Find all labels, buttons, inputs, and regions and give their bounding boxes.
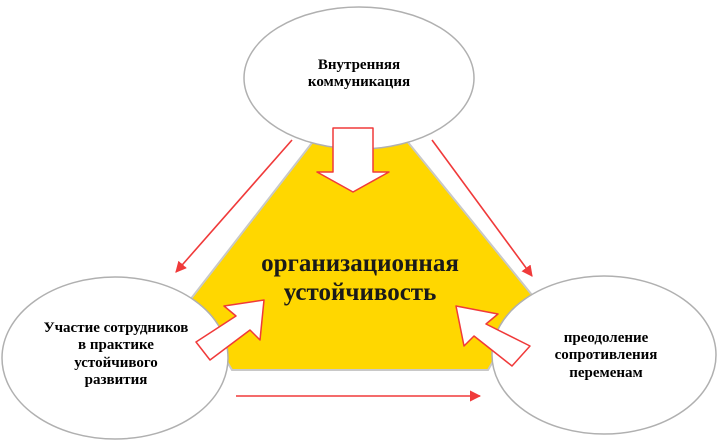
center-label-line-1: организационная bbox=[261, 250, 459, 277]
node-left-line-2: в практике bbox=[78, 337, 154, 354]
node-left-line-3: устойчивого bbox=[74, 354, 158, 371]
block-arrow-down bbox=[316, 127, 390, 193]
node-left-line-1: Участие сотрудников bbox=[43, 320, 189, 336]
node-right-line-1: преодоление bbox=[563, 330, 649, 346]
node-right-line-2: сопротивления bbox=[554, 347, 658, 364]
node-right-label: преодоление сопротивления переменам bbox=[516, 330, 696, 382]
block-arrow-from-right bbox=[455, 305, 531, 367]
node-right-ellipse bbox=[491, 275, 717, 435]
node-right-line-3: переменам bbox=[569, 364, 643, 381]
arrow-top-to-right bbox=[431, 139, 533, 277]
arrow-top-to-left bbox=[175, 139, 293, 273]
block-arrow-from-left bbox=[195, 299, 265, 361]
node-top-line-2: коммуникация bbox=[307, 74, 411, 91]
center-label-line-2: устойчивость bbox=[283, 278, 437, 306]
node-left-label: Участие сотрудников в практике устойчиво… bbox=[18, 320, 214, 389]
node-left-ellipse bbox=[1, 276, 229, 440]
node-top-label: Внутренняя коммуникация bbox=[259, 57, 459, 92]
node-top-line-1: Внутренняя bbox=[317, 57, 401, 73]
node-left-line-4: развития bbox=[84, 371, 148, 388]
center-label: организационная устойчивость bbox=[232, 250, 488, 308]
